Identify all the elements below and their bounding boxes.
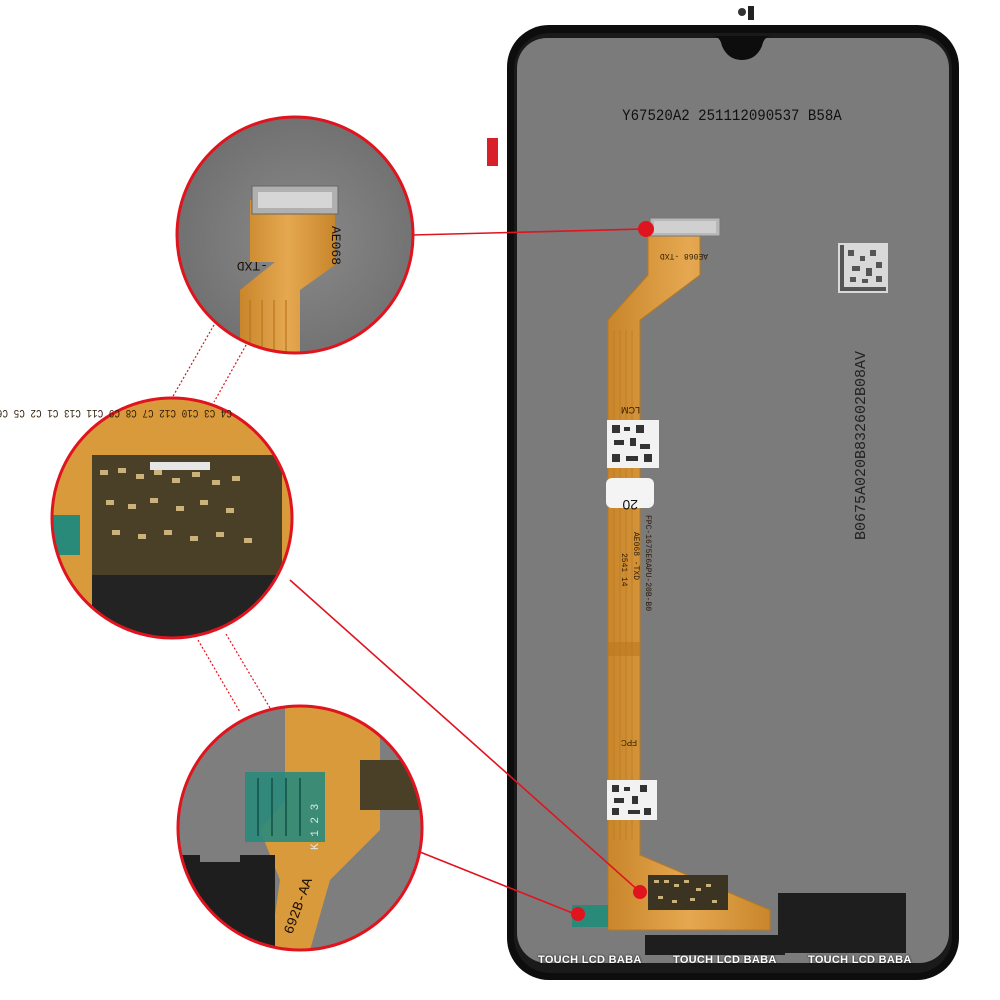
part-line1: FPC-1675E6APU-20B-B0 bbox=[643, 515, 652, 611]
part-line3: 2541 14 bbox=[619, 553, 628, 587]
connector-mark: AE068 -TXD bbox=[660, 251, 708, 260]
lcm-label: LCM bbox=[621, 405, 640, 415]
zoom-top-mark-a: AE068 bbox=[328, 226, 343, 265]
lcd-panel bbox=[487, 6, 959, 980]
top-serial: Y67520A2 251112090537 B58A bbox=[622, 106, 842, 125]
datamatrix-code bbox=[838, 243, 888, 293]
zoom-links bbox=[171, 317, 271, 713]
fpc-label: FPC bbox=[621, 738, 637, 747]
red-tab bbox=[487, 138, 498, 166]
part-line2: AE068 -TXD bbox=[631, 532, 640, 580]
zoom-circle-components bbox=[50, 396, 294, 640]
watermark-2: TOUCH LCD BABA bbox=[673, 954, 777, 966]
component-cluster bbox=[572, 875, 906, 955]
side-serial: B0675A020B832602B08AV bbox=[853, 351, 870, 540]
zoom-mid-components: C4 C3 C10 C12 C7 C8 C9 C11 C13 C1 C2 C5 … bbox=[0, 406, 232, 418]
watermark-3: TOUCH LCD BABA bbox=[808, 954, 912, 966]
callout-lines bbox=[289, 228, 645, 915]
center-badge: 20 bbox=[622, 497, 638, 513]
zoom-top-mark-b: -TXD bbox=[237, 258, 268, 273]
watermark-1: TOUCH LCD BABA bbox=[538, 954, 642, 966]
flex-cable bbox=[606, 217, 771, 931]
zoom-bottom-pins: K 1 2 3 bbox=[310, 804, 322, 850]
zoom-circle-connector bbox=[175, 115, 415, 355]
